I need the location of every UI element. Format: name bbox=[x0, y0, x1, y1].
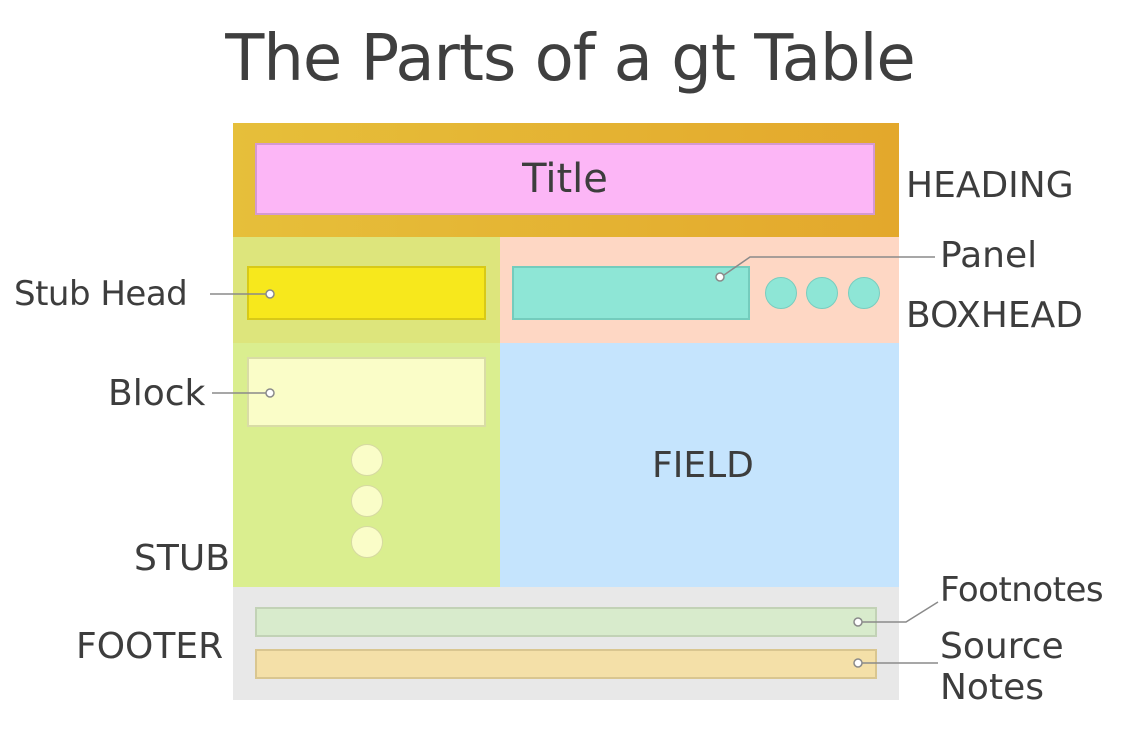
title-part: Title bbox=[255, 143, 875, 215]
field-label: FIELD bbox=[652, 445, 754, 486]
footnotes-label: Footnotes bbox=[940, 570, 1104, 610]
stub-head-label: Stub Head bbox=[14, 274, 188, 314]
block-dot bbox=[351, 444, 383, 476]
panel-label: Panel bbox=[940, 235, 1038, 276]
boxhead-label: BOXHEAD bbox=[906, 295, 1083, 336]
stub-label: STUB bbox=[134, 538, 230, 579]
panel-dot bbox=[848, 277, 880, 309]
footer-region bbox=[233, 587, 899, 700]
source-notes-anchor bbox=[853, 658, 863, 668]
footer-label: FOOTER bbox=[76, 626, 224, 667]
stub-head-part bbox=[247, 266, 486, 320]
source-notes-label-line1: Source bbox=[940, 626, 1064, 667]
panel-connector bbox=[723, 256, 935, 276]
heading-label: HEADING bbox=[906, 165, 1074, 206]
block-label: Block bbox=[108, 373, 206, 414]
panel-part bbox=[512, 266, 750, 320]
block-dot bbox=[351, 526, 383, 558]
panel-dot bbox=[806, 277, 838, 309]
footnotes-anchor bbox=[853, 617, 863, 627]
panel-anchor bbox=[715, 272, 725, 282]
block-part bbox=[247, 357, 486, 427]
source-notes-part bbox=[255, 649, 877, 679]
footnotes-connector bbox=[862, 601, 939, 623]
source-notes-label-line2: Notes bbox=[940, 667, 1044, 708]
block-anchor bbox=[265, 388, 275, 398]
field-region bbox=[500, 343, 899, 587]
stub-head-anchor bbox=[265, 289, 275, 299]
panel-dot bbox=[765, 277, 797, 309]
block-dot bbox=[351, 485, 383, 517]
diagram-title: The Parts of a gt Table bbox=[225, 22, 916, 96]
